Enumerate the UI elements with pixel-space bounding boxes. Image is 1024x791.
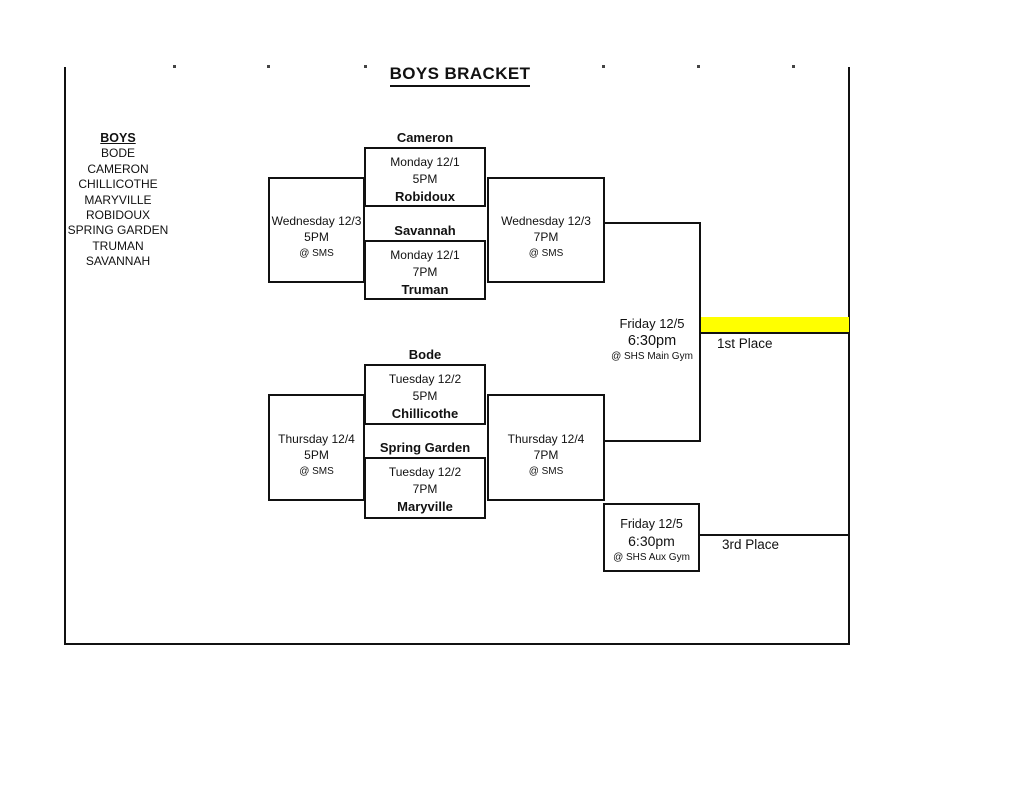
column-tick (792, 65, 795, 68)
consolation-bottom-venue: @ SMS (299, 465, 334, 477)
game2-time: 7PM (412, 265, 438, 279)
game1-time: 5PM (412, 172, 438, 186)
team-list-item: SAVANNAH (85, 254, 151, 269)
game3-top-team: Bode (408, 347, 442, 362)
third-place-date: Friday 12/5 (620, 517, 683, 531)
third-place-box: Friday 12/5 6:30pm @ SHS Aux Gym (603, 503, 700, 572)
consolation-top-time: 5PM (304, 230, 329, 244)
game3-box: Tuesday 12/2 5PM Chillicothe (364, 364, 486, 425)
team-list-item: BODE (100, 146, 135, 161)
team-list-item: MARYVILLE (84, 192, 152, 207)
team-list-item: CAMERON (87, 161, 149, 176)
game4-box: Tuesday 12/2 7PM Maryville (364, 457, 486, 519)
semifinal-bottom-date: Thursday 12/4 (507, 431, 585, 446)
consolation-box-bottom: Thursday 12/4 5PM @ SMS (268, 394, 365, 501)
game1-date: Monday 12/1 (390, 155, 460, 169)
championship-time: 6:30pm (627, 333, 677, 349)
game1-box: Monday 12/1 5PM Robidoux (364, 147, 486, 207)
first-place-label: 1st Place (717, 336, 773, 351)
column-tick (364, 65, 367, 68)
game3-bottom-team: Chillicothe (391, 406, 459, 421)
game4-time: 7PM (412, 482, 438, 496)
column-tick (602, 65, 605, 68)
game1-bottom-team: Robidoux (395, 189, 455, 204)
column-tick (267, 65, 270, 68)
third-place-time: 6:30pm (628, 533, 675, 549)
connector-semi-top-winner (604, 222, 700, 224)
championship-game-info: Friday 12/5 6:30pm @ SHS Main Gym (605, 315, 699, 364)
consolation-bottom-date: Thursday 12/4 (278, 431, 355, 446)
consolation-box-top: Wednesday 12/3 5PM @ SMS (268, 177, 365, 283)
semifinal-bottom-venue: @ SMS (528, 465, 564, 477)
consolation-top-venue: @ SMS (299, 248, 334, 259)
column-tick (697, 65, 700, 68)
sheet-border-bottom (64, 643, 850, 645)
first-place-highlight (701, 317, 849, 332)
team-list-header: BOYS (100, 131, 136, 145)
game3-date: Tuesday 12/2 (388, 372, 462, 386)
game2-date: Monday 12/1 (390, 248, 460, 262)
semifinal-box-top: Wednesday 12/3 7PM @ SMS (487, 177, 605, 283)
title-area: BOYS BRACKET (340, 64, 580, 87)
team-list: BOYS BODE CAMERON CHILLICOTHE MARYVILLE … (38, 131, 198, 270)
game4-top-team: Spring Garden (379, 440, 471, 455)
consolation-bottom-time: 5PM (304, 447, 329, 462)
third-place-line (699, 534, 849, 536)
page-title: BOYS BRACKET (389, 64, 531, 87)
game2-bottom-team: Truman (401, 282, 449, 297)
game2-top-team: Savannah (394, 223, 456, 238)
championship-date: Friday 12/5 (619, 316, 685, 331)
semifinal-top-date: Wednesday 12/3 (501, 214, 591, 228)
column-tick (173, 65, 176, 68)
team-list-item: CHILLICOTHE (78, 177, 158, 192)
third-place-label: 3rd Place (722, 537, 780, 552)
game3-time: 5PM (412, 389, 438, 403)
championship-venue: @ SHS Main Gym (611, 351, 693, 362)
game1-top-team: Cameron (396, 130, 454, 145)
team-list-item: TRUMAN (92, 238, 144, 253)
team-list-item: SPRING GARDEN (67, 223, 169, 238)
semifinal-bottom-time: 7PM (533, 447, 559, 462)
sheet-border-left (64, 67, 66, 645)
semifinal-top-venue: @ SMS (528, 248, 564, 259)
semifinal-box-bottom: Thursday 12/4 7PM @ SMS (487, 394, 605, 501)
connector-semi-bottom-winner (604, 440, 700, 442)
consolation-top-date: Wednesday 12/3 (271, 214, 362, 228)
game4-bottom-team: Maryville (397, 499, 453, 514)
semifinal-top-time: 7PM (533, 230, 559, 244)
champion-line (701, 332, 849, 334)
third-place-venue: @ SHS Aux Gym (613, 552, 690, 563)
game2-box: Monday 12/1 7PM Truman (364, 240, 486, 300)
game4-date: Tuesday 12/2 (388, 465, 462, 479)
connector-final-vertical (699, 222, 701, 442)
team-list-item: ROBIDOUX (85, 208, 150, 223)
sheet-border-right (848, 67, 850, 645)
